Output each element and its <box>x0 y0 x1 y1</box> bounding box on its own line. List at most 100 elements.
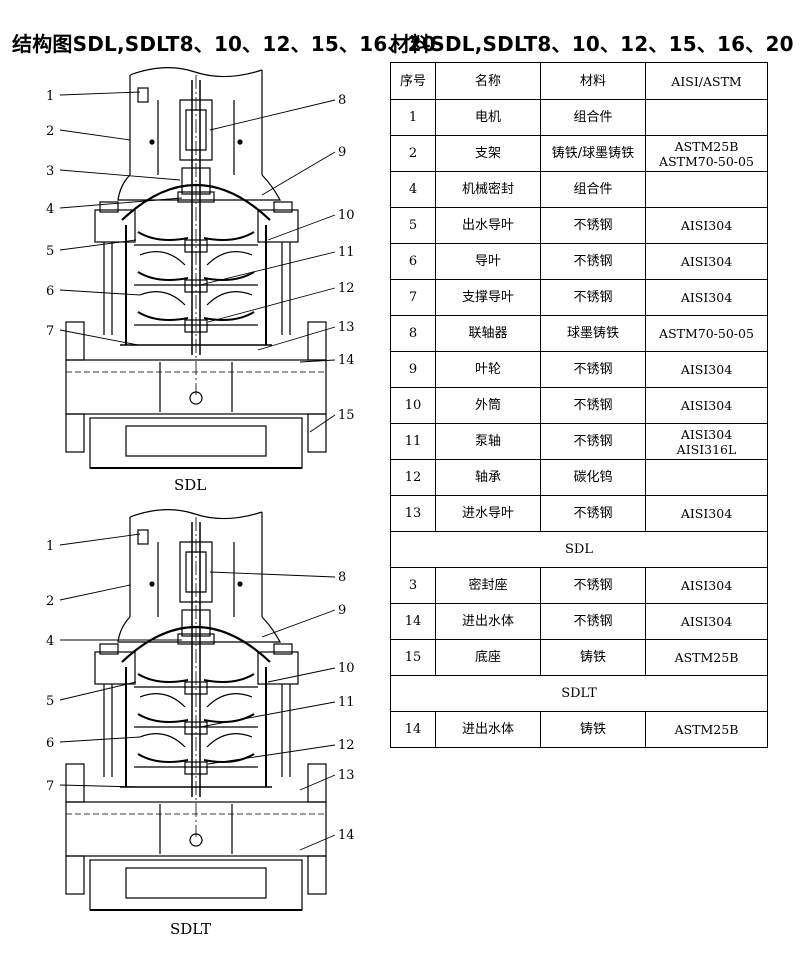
cell-material: 不锈钢 <box>540 495 646 532</box>
cell-standard <box>645 459 768 496</box>
cell-name: 轴承 <box>435 459 541 496</box>
standard-line-1: AISI304 <box>680 426 733 442</box>
table-row: 4 机械密封 组合件 <box>390 171 768 208</box>
table-row: 9 叶轮 不锈钢 AISI304 <box>390 351 768 388</box>
callout-top-right-12: 12 <box>338 281 355 296</box>
callout-top-left-7: 7 <box>46 324 54 339</box>
cell-standard: AISI304 <box>645 243 768 280</box>
section-label-sdlt: SDLT <box>390 675 768 712</box>
callout-top-right-14: 14 <box>338 353 355 368</box>
table-row: 15 底座 铸铁 ASTM25B <box>390 639 768 676</box>
cell-material: 不锈钢 <box>540 351 646 388</box>
callout-top-right-13: 13 <box>338 320 355 335</box>
cell-material: 不锈钢 <box>540 603 646 640</box>
cell-standard <box>645 171 768 208</box>
callout-top-left-3: 3 <box>46 164 54 179</box>
section-label-sdl: SDL <box>390 531 768 568</box>
callout-top-right-11: 11 <box>338 245 355 260</box>
material-heading: 材料SDL,SDLT8、10、12、15、16、20 <box>390 32 794 56</box>
callout-bottom-right-11: 11 <box>338 695 355 710</box>
cell-material: 铸铁 <box>540 639 646 676</box>
table-row: 14 进出水体 铸铁 ASTM25B <box>390 711 768 748</box>
cell-name: 出水导叶 <box>435 207 541 244</box>
cell-no: 12 <box>390 459 436 496</box>
cell-name: 机械密封 <box>435 171 541 208</box>
standard-line-2: ASTM70-50-05 <box>659 153 754 169</box>
callout-top-right-10: 10 <box>338 208 355 223</box>
cell-standard <box>645 99 768 136</box>
cell-no: 14 <box>390 603 436 640</box>
table-row: 10 外筒 不锈钢 AISI304 <box>390 387 768 424</box>
table-row: 1 电机 组合件 <box>390 99 768 136</box>
standard-line-2: AISI316L <box>676 441 737 457</box>
cell-name: 电机 <box>435 99 541 136</box>
callout-bottom-right-14: 14 <box>338 828 355 843</box>
cell-material: 不锈钢 <box>540 423 646 460</box>
cell-standard: AISI304 <box>645 567 768 604</box>
cell-no: 14 <box>390 711 436 748</box>
callout-top-left-5: 5 <box>46 244 54 259</box>
table-row: 3 密封座 不锈钢 AISI304 <box>390 567 768 604</box>
callout-top-left-4: 4 <box>46 202 54 217</box>
cell-name: 进水导叶 <box>435 495 541 532</box>
callout-top-left-6: 6 <box>46 284 54 299</box>
callout-top-right-8: 8 <box>338 93 346 108</box>
cell-material: 球墨铸铁 <box>540 315 646 352</box>
callout-bottom-right-8: 8 <box>338 570 346 585</box>
cell-name: 支架 <box>435 135 541 172</box>
cell-name: 进出水体 <box>435 603 541 640</box>
pump-drawings: 1 2 3 4 5 6 7 8 9 10 11 12 13 14 15 SDL … <box>46 66 355 938</box>
cell-no: 10 <box>390 387 436 424</box>
section-row-sdlt: SDLT <box>390 675 768 712</box>
callout-bottom-right-10: 10 <box>338 661 355 676</box>
table-row: 14 进出水体 不锈钢 AISI304 <box>390 603 768 640</box>
callout-bottom-left-2: 2 <box>46 594 54 609</box>
cell-no: 11 <box>390 423 436 460</box>
callout-bottom-right-13: 13 <box>338 768 355 783</box>
cell-no: 1 <box>390 99 436 136</box>
callout-top-right-15: 15 <box>338 408 355 423</box>
cell-standard: ASTM70-50-05 <box>645 315 768 352</box>
cell-standard: AISI304 <box>645 207 768 244</box>
cell-no: 15 <box>390 639 436 676</box>
cell-material: 铸铁 <box>540 711 646 748</box>
cell-standard: ASTM25B <box>645 711 768 748</box>
drawing-caption-sdl: SDL <box>174 476 206 494</box>
table-header-row: 序号 名称 材料 AISI/ASTM <box>390 62 768 100</box>
callout-top-right-9: 9 <box>338 145 346 160</box>
cell-name: 联轴器 <box>435 315 541 352</box>
cell-standard: AISI304 <box>645 351 768 388</box>
cell-standard: AISI304 <box>645 603 768 640</box>
callout-bottom-right-12: 12 <box>338 738 355 753</box>
table-row: 13 进水导叶 不锈钢 AISI304 <box>390 495 768 532</box>
cell-material: 不锈钢 <box>540 207 646 244</box>
table-row: 8 联轴器 球墨铸铁 ASTM70-50-05 <box>390 315 768 352</box>
section-row-sdl: SDL <box>390 531 768 568</box>
cell-name: 导叶 <box>435 243 541 280</box>
cell-material: 不锈钢 <box>540 387 646 424</box>
cell-name: 外筒 <box>435 387 541 424</box>
cell-no: 13 <box>390 495 436 532</box>
cell-no: 5 <box>390 207 436 244</box>
drawing-caption-sdlt: SDLT <box>170 920 211 938</box>
table-row: 6 导叶 不锈钢 AISI304 <box>390 243 768 280</box>
cell-no: 4 <box>390 171 436 208</box>
cell-standard: AISI304 <box>645 495 768 532</box>
cell-material: 不锈钢 <box>540 279 646 316</box>
header-name: 名称 <box>435 62 541 100</box>
drawing-heading: 结构图SDL,SDLT8、10、12、15、16、20 <box>12 32 436 56</box>
header-material: 材料 <box>540 62 646 100</box>
callout-top-left-1: 1 <box>46 89 54 104</box>
cell-material: 不锈钢 <box>540 243 646 280</box>
cell-name: 密封座 <box>435 567 541 604</box>
cell-standard: AISI304 <box>645 279 768 316</box>
cell-no: 3 <box>390 567 436 604</box>
cell-name: 叶轮 <box>435 351 541 388</box>
cell-material: 铸铁/球墨铸铁 <box>540 135 646 172</box>
table-row: 12 轴承 碳化钨 <box>390 459 768 496</box>
callout-bottom-left-5: 5 <box>46 694 54 709</box>
